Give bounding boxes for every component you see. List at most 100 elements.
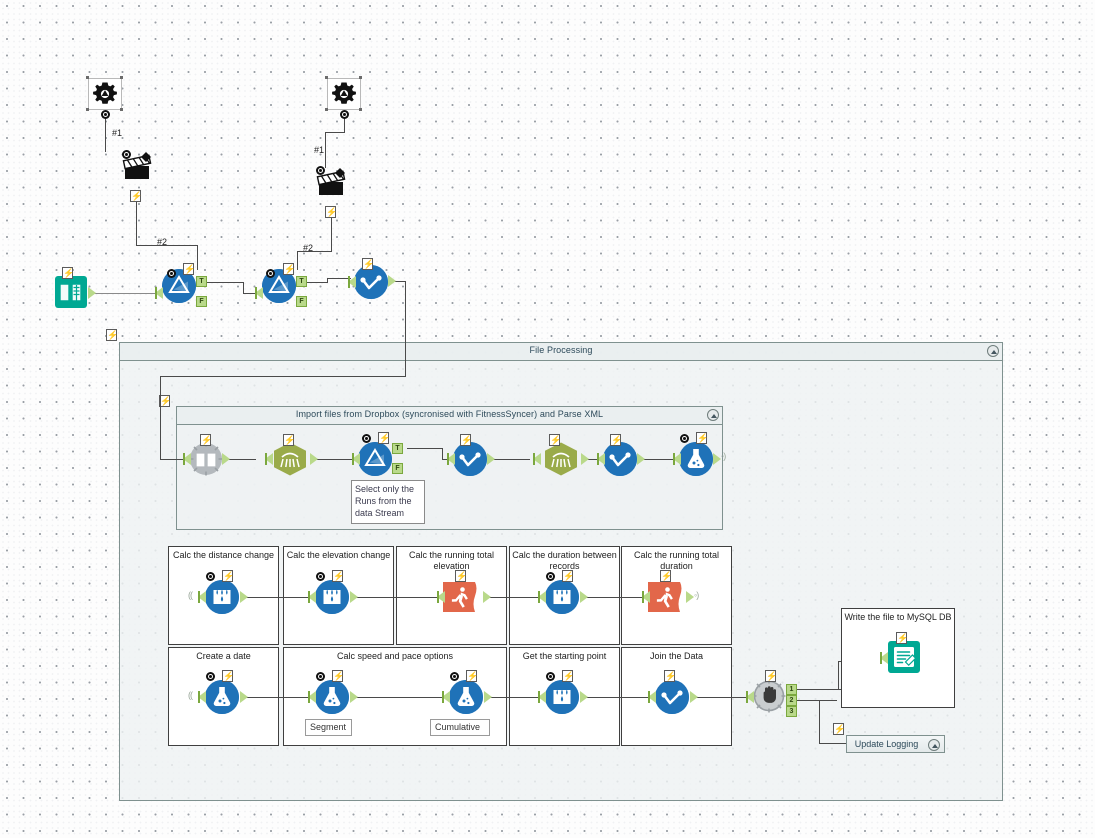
join-3-input-anchor[interactable]	[648, 691, 656, 703]
collapse-chevron-icon[interactable]	[987, 345, 999, 357]
join-2-input-anchor[interactable]	[597, 453, 605, 465]
formula-2-config-badge[interactable]	[206, 672, 215, 681]
directory-in-output-anchor[interactable]	[88, 287, 96, 299]
multi-row-formula-2-input-anchor[interactable]	[308, 591, 316, 603]
clapper-2-lightning-badge[interactable]	[325, 206, 336, 218]
join-3-circle[interactable]	[655, 680, 689, 714]
formula-2-output-anchor[interactable]	[240, 691, 248, 703]
output-data-input-anchor[interactable]	[880, 652, 888, 664]
formula-1[interactable]	[679, 442, 713, 476]
running-total-2-output-anchor[interactable]	[686, 591, 694, 603]
multi-row-formula-4-input-anchor[interactable]	[538, 691, 546, 703]
formula-3-config-badge[interactable]	[316, 672, 325, 681]
filter-3-circle[interactable]	[358, 442, 392, 476]
running-total-1-input-anchor[interactable]	[437, 591, 445, 603]
clapper-1-config-badge[interactable]	[122, 150, 131, 159]
filter-1-input-anchor[interactable]	[155, 287, 163, 299]
block-until-done[interactable]	[752, 679, 786, 713]
union-1-circle[interactable]	[354, 265, 388, 299]
container-file-processing-lightning-badge[interactable]	[106, 329, 117, 341]
annotation-select-runs[interactable]: Select only the Runs from the data Strea…	[351, 480, 425, 524]
directory-tool-lightning-badge[interactable]	[200, 434, 211, 446]
block-until-done-output-2-anchor[interactable]: 2	[786, 695, 797, 706]
formula-2-lightning-badge[interactable]	[222, 670, 233, 682]
xml-parse-1-output-anchor[interactable]	[310, 453, 318, 465]
filter-1-config-badge[interactable]	[167, 269, 176, 278]
xml-parse-1-lightning-badge[interactable]	[283, 434, 294, 446]
multi-row-formula-2[interactable]	[315, 580, 349, 614]
formula-3-input-anchor[interactable]	[308, 691, 316, 703]
xml-parse-2-output-anchor[interactable]	[581, 453, 589, 465]
multi-row-formula-3-output-anchor[interactable]	[580, 591, 588, 603]
multi-row-formula-3-lightning-badge[interactable]	[562, 570, 573, 582]
union-1[interactable]	[354, 265, 388, 299]
formula-3-lightning-badge[interactable]	[332, 670, 343, 682]
filter-2-true-anchor[interactable]: T	[296, 276, 307, 287]
block-until-done-output-3-anchor[interactable]: 3	[786, 706, 797, 717]
filter-3-lightning-badge[interactable]	[378, 432, 389, 444]
multi-row-formula-4-lightning-badge[interactable]	[562, 670, 573, 682]
join-3[interactable]	[655, 680, 689, 714]
directory-tool-input-anchor[interactable]	[183, 453, 191, 465]
formula-1-circle[interactable]	[679, 442, 713, 476]
multi-row-formula-3-circle[interactable]	[545, 580, 579, 614]
macro-gear-1[interactable]	[88, 78, 122, 110]
formula-3-circle[interactable]	[315, 680, 349, 714]
filter-2-config-badge[interactable]	[266, 269, 275, 278]
selection-handle[interactable]	[86, 108, 89, 111]
block-until-done-lightning-badge[interactable]	[765, 670, 776, 682]
xml-parse-2-input-anchor[interactable]	[533, 453, 541, 465]
multi-row-formula-4-output-anchor[interactable]	[580, 691, 588, 703]
formula-3-output-anchor[interactable]	[350, 691, 358, 703]
multi-row-formula-4[interactable]	[545, 680, 579, 714]
filter-1-lightning-badge[interactable]	[183, 263, 194, 275]
selection-handle[interactable]	[120, 108, 123, 111]
directory-tool[interactable]	[189, 442, 223, 476]
running-total-2-lightning-badge[interactable]	[660, 570, 671, 582]
formula-2-input-anchor[interactable]	[198, 691, 206, 703]
filter-2-false-anchor[interactable]: F	[296, 296, 307, 307]
collapse-chevron-icon[interactable]	[707, 409, 719, 421]
formula-1-input-anchor[interactable]	[673, 453, 681, 465]
output-data[interactable]	[888, 641, 920, 673]
xml-parse-2-lightning-badge[interactable]	[549, 434, 560, 446]
multi-row-formula-4-circle[interactable]	[545, 680, 579, 714]
clapper-1[interactable]	[120, 150, 154, 182]
filter-3-true-anchor[interactable]: T	[392, 443, 403, 454]
filter-3-config-badge[interactable]	[362, 434, 371, 443]
annotation-cumulative[interactable]: Cumulative	[430, 719, 490, 736]
filter-3[interactable]	[358, 442, 392, 476]
collapse-chevron-icon[interactable]	[928, 739, 940, 751]
join-2-circle[interactable]	[603, 442, 637, 476]
join-3-output-anchor[interactable]	[690, 691, 698, 703]
clapper-2[interactable]	[314, 166, 348, 198]
formula-1-lightning-badge[interactable]	[696, 432, 707, 444]
filter-1-true-anchor[interactable]: T	[196, 276, 207, 287]
macro-gear-2[interactable]	[327, 78, 361, 110]
multi-row-formula-2-output-anchor[interactable]	[350, 591, 358, 603]
join-1-circle[interactable]	[453, 442, 487, 476]
formula-1-optional-anchor[interactable]: ◦)	[721, 451, 726, 461]
multi-row-formula-1-circle[interactable]	[205, 580, 239, 614]
formula-3[interactable]	[315, 680, 349, 714]
selection-handle[interactable]	[325, 108, 328, 111]
macro-gear-2-config-badge[interactable]	[340, 110, 349, 119]
formula-2-circle[interactable]	[205, 680, 239, 714]
join-2-output-anchor[interactable]	[637, 453, 645, 465]
multi-row-formula-2-config-badge[interactable]	[316, 572, 325, 581]
join-1-input-anchor[interactable]	[447, 453, 455, 465]
formula-2-optional-anchor[interactable]: ((	[188, 690, 193, 700]
clapper-2-config-badge[interactable]	[316, 166, 325, 175]
formula-4[interactable]	[449, 680, 483, 714]
union-1-output-anchor[interactable]	[388, 275, 396, 287]
container-update-logging-lightning-badge[interactable]	[833, 723, 844, 735]
formula-2[interactable]	[205, 680, 239, 714]
multi-row-formula-1-lightning-badge[interactable]	[222, 570, 233, 582]
multi-row-formula-3-input-anchor[interactable]	[538, 591, 546, 603]
block-until-done-input-anchor[interactable]	[746, 691, 754, 703]
running-total-2[interactable]	[648, 580, 684, 614]
formula-4-circle[interactable]	[449, 680, 483, 714]
join-2-lightning-badge[interactable]	[610, 434, 621, 446]
xml-parse-2[interactable]	[543, 442, 577, 476]
